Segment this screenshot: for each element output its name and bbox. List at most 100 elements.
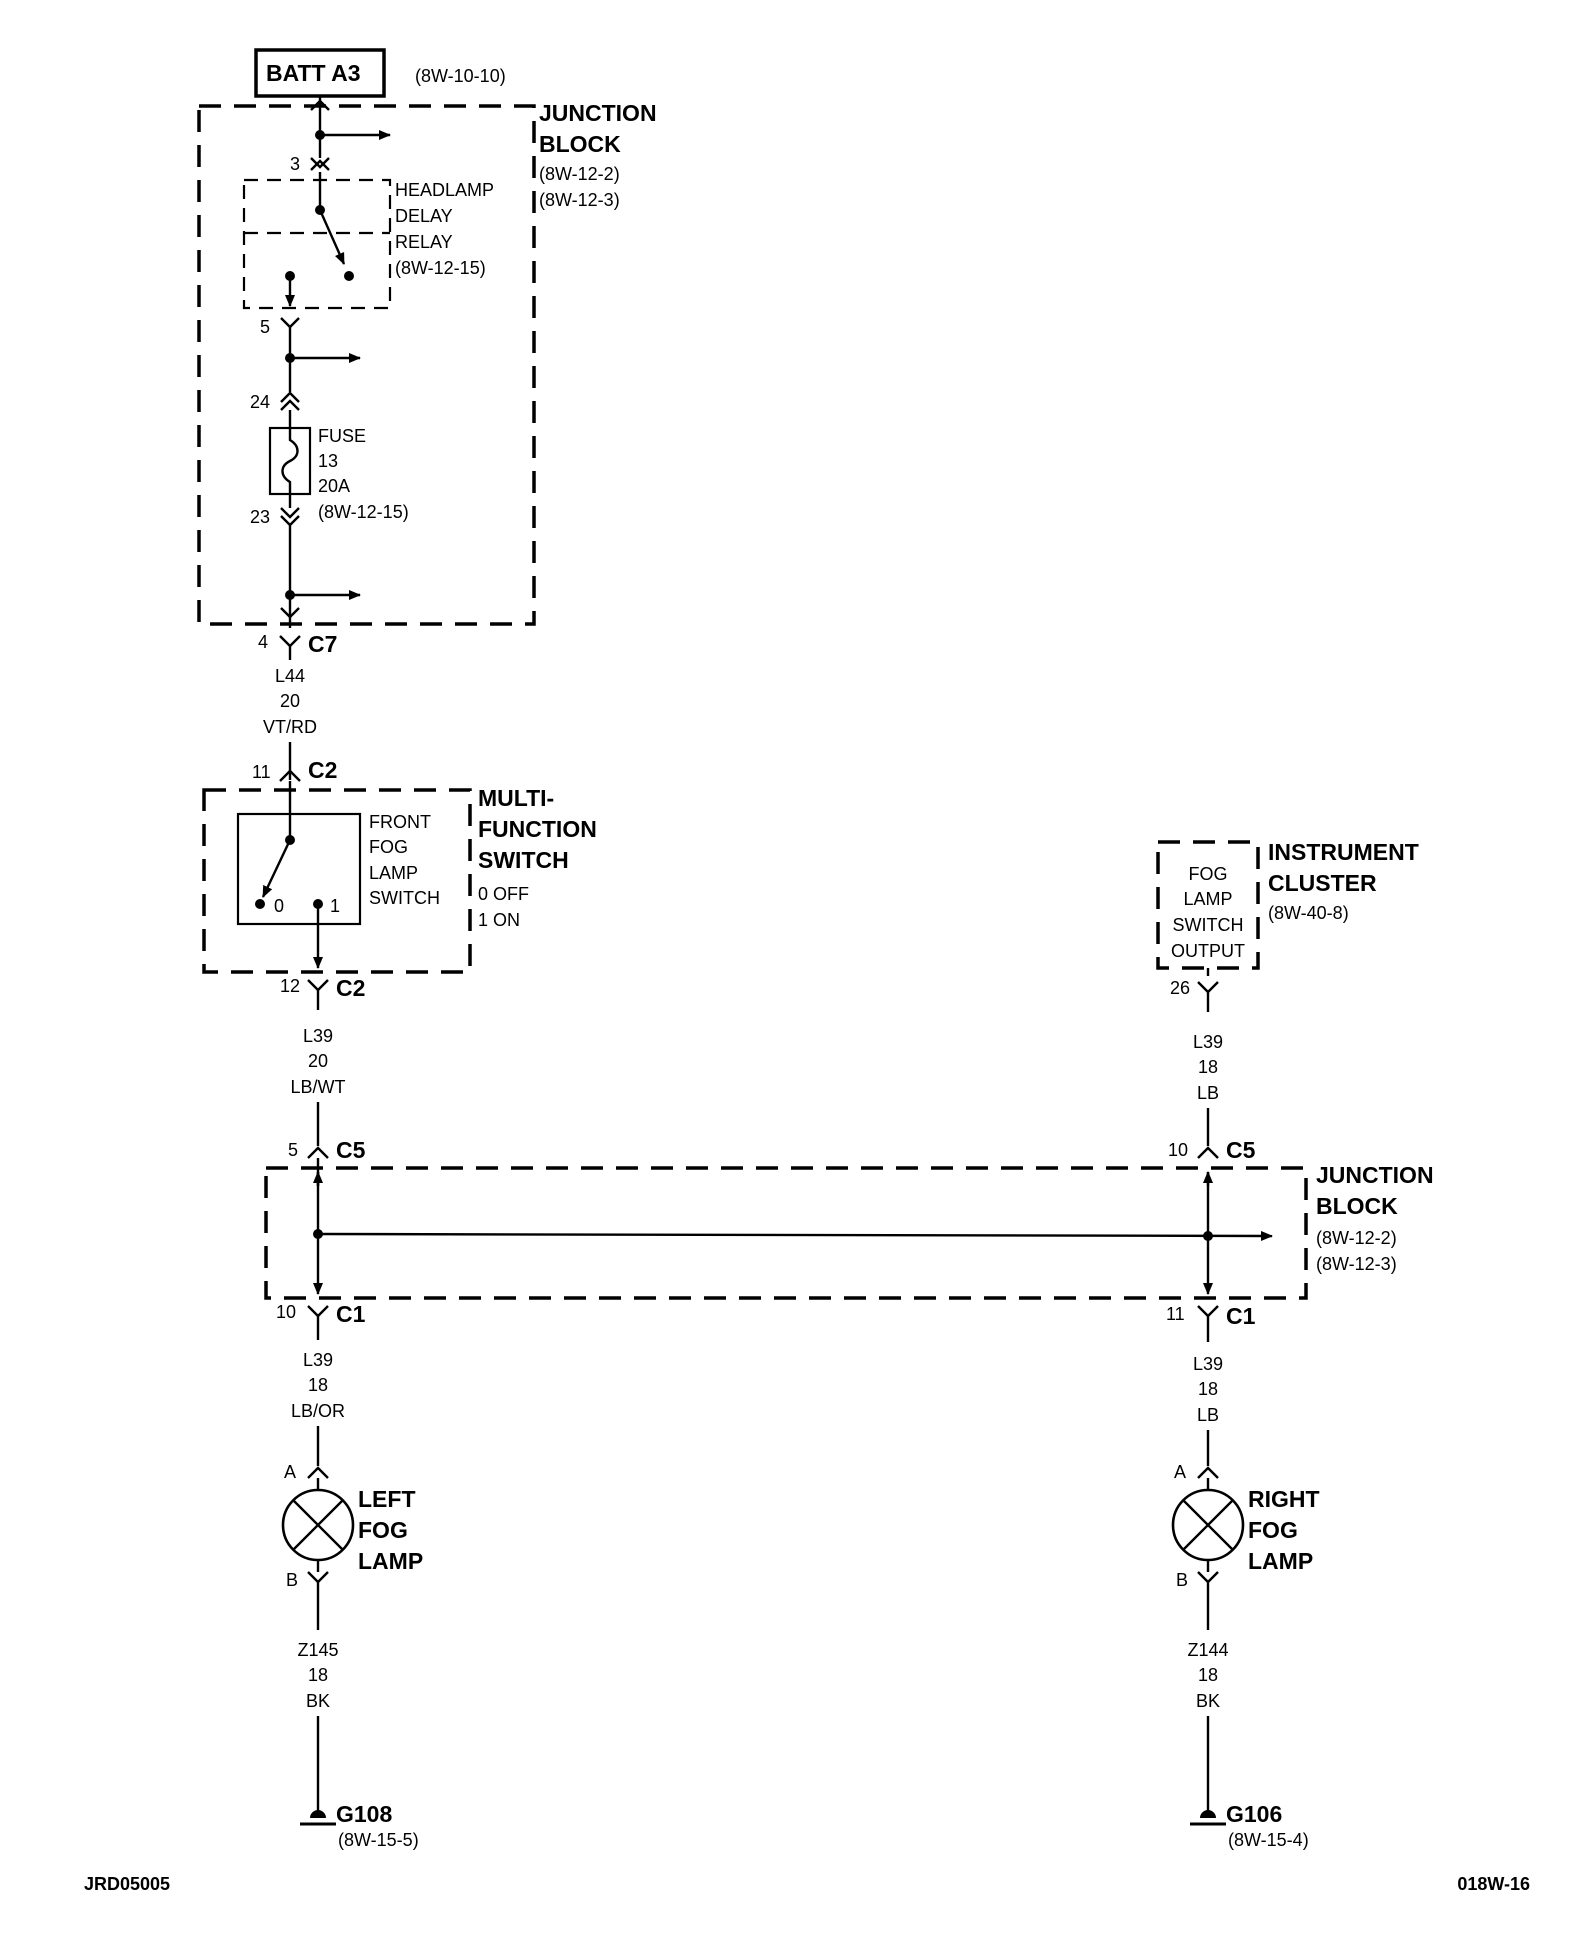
footer-left: JRD05005 [84,1874,170,1894]
c1-left-connector [307,1305,329,1318]
z144-color: BK [1196,1691,1220,1711]
fuse-line-3: 20A [318,476,350,496]
z144-gauge: 18 [1198,1665,1218,1685]
left-lamp-pin-b: B [286,1570,298,1590]
ground-icon [310,1810,326,1818]
relay-ref: (8W-12-15) [395,258,486,278]
junction-mid-ref-2: (8W-12-3) [1316,1254,1397,1274]
l39-right-top-circuit: L39 [1193,1032,1223,1052]
c5-left-connector [307,1146,329,1159]
cluster-connector [1197,981,1219,994]
fuse-line-2: 13 [318,451,338,471]
cluster-pin: 26 [1170,978,1190,998]
relay-line-2: DELAY [395,206,453,226]
headlamp-delay-relay: HEADLAMP DELAY RELAY (8W-12-15) [242,172,494,310]
c5-right-name: C5 [1226,1137,1256,1163]
cluster-title-1: INSTRUMENT [1268,839,1419,865]
l39-left-top-circuit: L39 [303,1026,333,1046]
switch-line-2: FOG [369,837,408,857]
c2-out-name: C2 [336,975,365,1001]
battery-block: BATT A3 (8W-10-10) [254,48,506,98]
c7-connector [279,635,301,648]
connector-chevron [280,399,300,411]
battery-label: BATT A3 [266,60,361,86]
left-lamp-line-3: LAMP [358,1548,423,1574]
connector-chevron [310,99,330,111]
z145-color: BK [306,1691,330,1711]
junction-mid-title-2: BLOCK [1316,1193,1398,1219]
relay-line-1: HEADLAMP [395,180,494,200]
z144-circuit: Z144 [1187,1640,1228,1660]
l39-left-bot-color: LB/OR [291,1401,345,1421]
l39-left-top-color: LB/WT [290,1077,345,1097]
mfs-title-2: FUNCTION [478,816,597,842]
right-lamp-line-1: RIGHT [1248,1486,1320,1512]
c1-right-name: C1 [1226,1303,1256,1329]
right-lamp-line-3: LAMP [1248,1548,1313,1574]
pos-1: 1 [330,896,340,916]
c2-out-connector [307,979,329,992]
right-lamp-pin-b: B [1176,1570,1188,1590]
junction-ref-1: (8W-12-2) [539,164,620,184]
l44-color: VT/RD [263,717,317,737]
connector-chevron [280,607,300,619]
junction-ref-2: (8W-12-3) [539,190,620,210]
junction-mid-ref-1: (8W-12-2) [1316,1228,1397,1248]
cluster-ref: (8W-40-8) [1268,903,1349,923]
l39-left-bot-gauge: 18 [308,1375,328,1395]
right-lamp-line-2: FOG [1248,1517,1298,1543]
ground-left-name: G108 [336,1801,392,1827]
pos-0: 0 [274,896,284,916]
l39-left-bot-circuit: L39 [303,1350,333,1370]
cluster-title-2: CLUSTER [1268,870,1377,896]
junction-title-1: JUNCTION [539,100,657,126]
connector-chevron [310,159,330,171]
cluster-out-4: OUTPUT [1171,941,1245,961]
mfs-state-0: 0 OFF [478,884,529,904]
footer-right: 018W-16 [1457,1874,1530,1894]
mfs-state-1: 1 ON [478,910,520,930]
ground-left-ref: (8W-15-5) [338,1830,419,1850]
relay-pin-out: 5 [260,317,270,337]
c7-name: C7 [308,631,337,657]
c2-in-pin: 11 [252,762,271,782]
l44-circuit: L44 [275,666,305,686]
fuse-13: FUSE 13 20A (8W-12-15) [268,410,409,522]
fuse-pin-in: 24 [250,392,270,412]
c1-right-connector [1197,1305,1219,1318]
l39-right-bot-color: LB [1197,1405,1219,1425]
ground-g106: G106 (8W-15-4) [1190,1801,1309,1850]
switch-line-3: LAMP [369,863,418,883]
l44-gauge: 20 [280,691,300,711]
z145-gauge: 18 [308,1665,328,1685]
c5-left-pin: 5 [288,1140,298,1160]
relay-line-3: RELAY [395,232,453,252]
junction-block-top: JUNCTION BLOCK (8W-12-2) (8W-12-3) [197,100,657,626]
junction-block-mid: JUNCTION BLOCK (8W-12-2) (8W-12-3) [264,1158,1434,1300]
l39-left-top-gauge: 20 [308,1051,328,1071]
ground-right-name: G106 [1226,1801,1282,1827]
left-lamp-line-1: LEFT [358,1486,416,1512]
junction-mid-title-1: JUNCTION [1316,1162,1434,1188]
c5-left-name: C5 [336,1137,366,1163]
battery-ref: (8W-10-10) [415,66,506,86]
c1-right-pin: 11 [1166,1304,1185,1324]
c1-left-name: C1 [336,1301,366,1327]
instrument-cluster: FOG LAMP SWITCH OUTPUT INSTRUMENT CLUSTE… [1156,839,1419,970]
z145-circuit: Z145 [297,1640,338,1660]
fuse-line-1: FUSE [318,426,366,446]
c2-in-connector [279,769,301,782]
c7-pin: 4 [258,632,268,652]
l39-right-top-color: LB [1197,1083,1219,1103]
fuse-ref: (8W-12-15) [318,502,409,522]
switch-line-1: FRONT [369,812,431,832]
left-lamp-pin-a: A [284,1462,296,1482]
connector-chevron [310,157,330,169]
l39-right-top-gauge: 18 [1198,1057,1218,1077]
right-lamp-pin-a: A [1174,1462,1186,1482]
ground-icon [1200,1810,1216,1818]
l39-right-bot-gauge: 18 [1198,1379,1218,1399]
left-lamp-line-2: FOG [358,1517,408,1543]
junction-title-2: BLOCK [539,131,621,157]
